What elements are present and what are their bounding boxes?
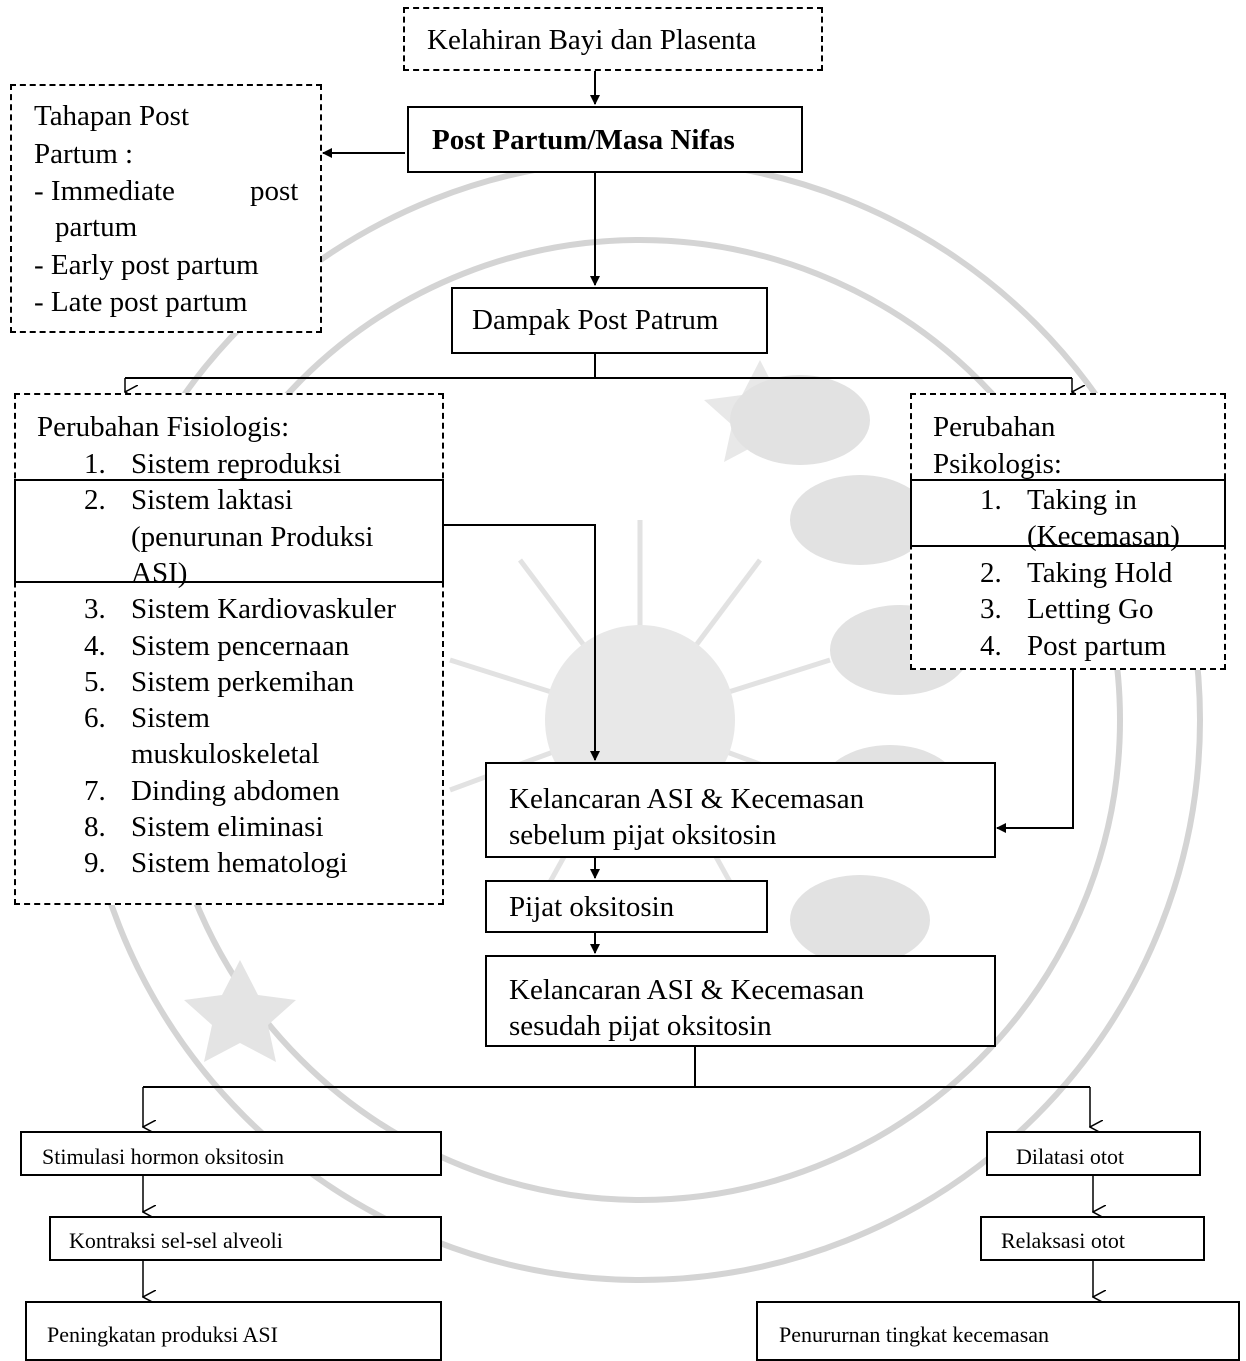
fisiologis-item-number: 8. bbox=[84, 811, 106, 843]
psikologis-title-1: Perubahan bbox=[933, 411, 1056, 443]
fisiologis-item-text: Sistem reproduksi bbox=[131, 448, 342, 480]
penurunan-label: Penururnan tingkat kecemasan bbox=[779, 1322, 1050, 1347]
post-partum-label: Post Partum/Masa Nifas bbox=[432, 124, 735, 156]
tahapan-title-1: Tahapan Post bbox=[34, 100, 190, 132]
laktasi-highlight-box bbox=[14, 479, 444, 583]
tahapan-box: Tahapan Post Partum : - Immediate post p… bbox=[10, 84, 322, 333]
tahapan-item-immediate: - Immediate bbox=[34, 175, 175, 207]
fisiologis-item-text: (penurunan Produksi bbox=[131, 520, 374, 553]
peningkatan-box: Peningkatan produksi ASI bbox=[25, 1301, 442, 1361]
relaksasi-label: Relaksasi otot bbox=[1001, 1228, 1126, 1253]
taking-in-highlight-box bbox=[910, 479, 1226, 547]
tahapan-title-2: Partum : bbox=[34, 138, 134, 170]
psikologis-item-number: 2. bbox=[980, 556, 1002, 589]
fisiologis-item-number: 7. bbox=[84, 774, 106, 807]
tahapan-item-immediate-partum: partum bbox=[55, 211, 138, 243]
sesudah-box: Kelancaran ASI & Kecemasan sesudah pijat… bbox=[485, 955, 996, 1047]
fisiologis-item-text: Sistem eliminasi bbox=[131, 811, 324, 843]
fisiologis-item-number: 5. bbox=[84, 665, 106, 698]
psikologis-item-text: Post partum bbox=[1027, 629, 1167, 662]
dampak-box: Dampak Post Patrum bbox=[451, 287, 768, 354]
dilatasi-label: Dilatasi otot bbox=[1016, 1144, 1125, 1169]
sesudah-line-1: Kelancaran ASI & Kecemasan bbox=[509, 974, 865, 1006]
dampak-label: Dampak Post Patrum bbox=[472, 304, 719, 336]
tahapan-item-late: - Late post partum bbox=[34, 286, 248, 318]
fisiologis-item-number: 9. bbox=[84, 847, 106, 880]
fisiologis-item-number: 4. bbox=[84, 629, 106, 662]
fisiologis-item-text: Sistem perkemihan bbox=[131, 665, 355, 698]
psikologis-box: Perubahan Psikologis: 1.Taking in(Kecema… bbox=[910, 393, 1226, 670]
fisiologis-title: Perubahan Fisiologis: bbox=[37, 411, 290, 443]
fisiologis-item-text: Sistem Kardiovaskuler bbox=[131, 593, 396, 626]
psikologis-item-number: 3. bbox=[980, 593, 1002, 626]
psikologis-title-2: Psikologis: bbox=[933, 448, 1062, 480]
penurunan-box: Penururnan tingkat kecemasan bbox=[756, 1301, 1240, 1361]
relaksasi-box: Relaksasi otot bbox=[980, 1216, 1205, 1261]
stimulasi-box: Stimulasi hormon oksitosin bbox=[20, 1131, 442, 1176]
psikologis-item-text: Taking in bbox=[1027, 484, 1137, 516]
post-partum-box: Post Partum/Masa Nifas bbox=[407, 106, 803, 173]
fisiologis-item-number: 3. bbox=[84, 593, 106, 626]
sebelum-line-2: sebelum pijat oksitosin bbox=[509, 819, 777, 851]
stimulasi-label: Stimulasi hormon oksitosin bbox=[42, 1144, 285, 1169]
dilatasi-box: Dilatasi otot bbox=[986, 1131, 1201, 1176]
psikologis-item-text: Taking Hold bbox=[1027, 556, 1173, 589]
birth-label: Kelahiran Bayi dan Plasenta bbox=[427, 24, 757, 56]
fisiologis-item-text: Sistem pencernaan bbox=[131, 629, 350, 662]
fisiologis-item-text: muskuloskeletal bbox=[131, 738, 320, 771]
psikologis-item-number: 4. bbox=[980, 629, 1002, 662]
fisiologis-item-text: Sistem bbox=[131, 702, 210, 735]
tahapan-item-early: - Early post partum bbox=[34, 249, 259, 281]
psikologis-item-text: Letting Go bbox=[1027, 593, 1154, 626]
birth-box: Kelahiran Bayi dan Plasenta bbox=[403, 7, 823, 71]
sebelum-line-1: Kelancaran ASI & Kecemasan bbox=[509, 783, 865, 815]
pijat-label: Pijat oksitosin bbox=[509, 891, 675, 923]
kontraksi-label: Kontraksi sel-sel alveoli bbox=[69, 1228, 283, 1253]
sebelum-box: Kelancaran ASI & Kecemasan sebelum pijat… bbox=[485, 762, 996, 858]
fisiologis-item-text: Sistem laktasi bbox=[131, 484, 293, 517]
fisiologis-item-number: 6. bbox=[84, 702, 106, 735]
kontraksi-box: Kontraksi sel-sel alveoli bbox=[49, 1216, 442, 1261]
tahapan-item-immediate-post: post bbox=[250, 175, 299, 207]
fisiologis-item-number: 2. bbox=[84, 484, 106, 517]
fisiologis-box: Perubahan Fisiologis: 1. Sistem reproduks… bbox=[14, 393, 444, 905]
peningkatan-label: Peningkatan produksi ASI bbox=[47, 1322, 278, 1347]
pijat-box: Pijat oksitosin bbox=[485, 880, 768, 933]
sesudah-line-2: sesudah pijat oksitosin bbox=[509, 1010, 772, 1042]
fisiologis-item-number: 1. bbox=[84, 448, 106, 480]
fisiologis-item-text: Dinding abdomen bbox=[131, 774, 340, 807]
psikologis-item-number: 1. bbox=[980, 484, 1002, 516]
fisiologis-item-text: Sistem hematologi bbox=[131, 847, 348, 880]
